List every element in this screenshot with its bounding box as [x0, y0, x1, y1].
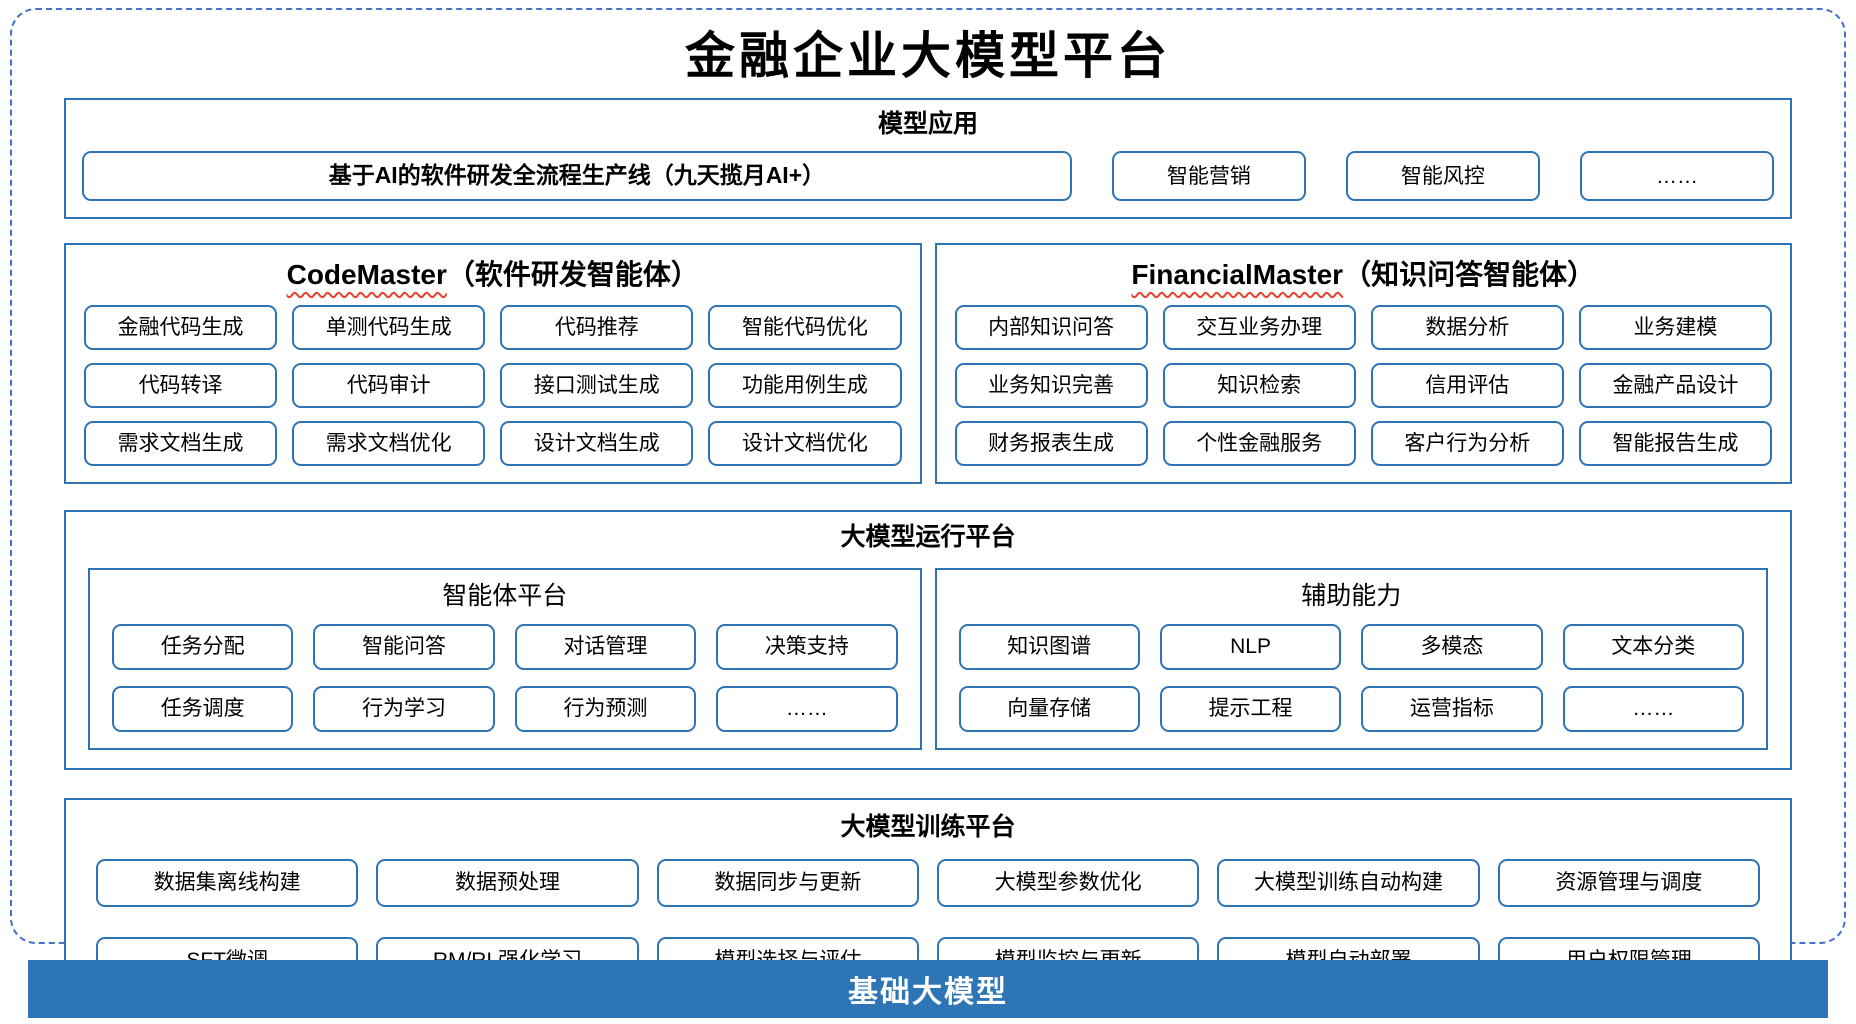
app-pipeline-chip: 基于AI的软件研发全流程生产线（九天揽月AI+） [82, 151, 1072, 202]
section-runtime-title: 大模型运行平台 [840, 523, 1016, 552]
financialmaster-capability-chip: 内部知识问答 [954, 305, 1148, 351]
aux-capability-chip: 多模态 [1361, 623, 1543, 670]
financialmaster-grid: 内部知识问答交互业务办理数据分析业务建模业务知识完善知识检索信用评估金融产品设计… [954, 305, 1772, 467]
agent-platform-chip: 任务分配 [112, 623, 294, 670]
aux-capability-chip: 提示工程 [1159, 685, 1342, 732]
agent-platform-chip: 任务调度 [112, 685, 294, 732]
codemaster-name: CodeMaster [286, 259, 447, 291]
codemaster-capability-chip: 设计文档优化 [708, 421, 902, 467]
aux-capability-chip: NLP [1159, 623, 1342, 670]
panel-codemaster-title: CodeMaster（软件研发智能体） [84, 253, 902, 293]
codemaster-subtitle: （软件研发智能体） [446, 259, 699, 291]
financialmaster-capability-chip: 交互业务办理 [1162, 305, 1356, 351]
panel-agent-platform-title: 智能体平台 [442, 581, 568, 610]
financialmaster-capability-chip: 业务知识完善 [954, 363, 1148, 409]
codemaster-capability-chip: 代码转译 [84, 363, 278, 409]
panel-financialmaster-title: FinancialMaster（知识问答智能体） [955, 253, 1773, 293]
runtime-row: 智能体平台 任务分配智能问答对话管理决策支持任务调度行为学习行为预测 …… 辅助能… [88, 567, 1768, 750]
section-model-app-title: 模型应用 [877, 110, 978, 138]
codemaster-capability-chip: 金融代码生成 [84, 305, 278, 351]
financialmaster-capability-chip: 客户行为分析 [1370, 421, 1564, 467]
agent-platform-grid: 任务分配智能问答对话管理决策支持任务调度行为学习行为预测 …… [112, 623, 898, 732]
codemaster-capability-chip: 代码推荐 [500, 305, 694, 351]
agent-platform-chip: 对话管理 [514, 623, 697, 670]
aux-capability-chip: 运营指标 [1361, 685, 1543, 732]
codemaster-capability-chip: 接口测试生成 [500, 363, 694, 409]
agent-platform-chip: 智能问答 [313, 623, 495, 670]
agent-platform-chip: …… [716, 685, 898, 732]
aux-capability-chip: 文本分类 [1562, 623, 1744, 670]
financialmaster-capability-chip: 个性金融服务 [1162, 421, 1356, 467]
agent-platform-chip: 决策支持 [716, 623, 898, 670]
foundation-model-bar: 基础大模型 [28, 960, 1828, 1018]
codemaster-capability-chip: 需求文档生成 [84, 421, 278, 467]
aux-capability-chip: 向量存储 [958, 685, 1140, 732]
codemaster-capability-chip: 智能代码优化 [708, 305, 902, 351]
panel-aux-capability-title: 辅助能力 [1301, 581, 1402, 610]
financialmaster-capability-chip: 知识检索 [1162, 363, 1356, 409]
codemaster-capability-chip: 需求文档优化 [292, 421, 486, 467]
platform-frame: 金融企业大模型平台 模型应用 基于AI的软件研发全流程生产线（九天揽月AI+） … [10, 8, 1846, 1011]
agent-platform-chip: 行为预测 [514, 685, 697, 732]
training-capability-chip: 数据同步与更新 [656, 858, 919, 907]
codemaster-capability-chip: 代码审计 [292, 363, 486, 409]
financialmaster-capability-chip: 信用评估 [1370, 363, 1564, 409]
training-grid: 数据集离线构建数据预处理数据同步与更新大模型参数优化大模型训练自动构建资源管理与… [96, 858, 1760, 985]
panel-aux-capability: 辅助能力 知识图谱 NLP 多模态文本分类向量存储提示工程运营指标 …… [934, 567, 1768, 750]
panel-agent-platform: 智能体平台 任务分配智能问答对话管理决策支持任务调度行为学习行为预测 …… [88, 567, 922, 750]
foundation-model-label: 基础大模型 [848, 976, 1008, 1009]
codemaster-capability-chip: 设计文档生成 [500, 421, 694, 467]
financialmaster-capability-chip: 数据分析 [1370, 305, 1564, 351]
financialmaster-subtitle: （知识问答智能体） [1343, 259, 1596, 291]
financialmaster-name: FinancialMaster [1131, 259, 1344, 291]
aux-capability-chip: …… [1562, 685, 1744, 732]
section-model-app: 模型应用 基于AI的软件研发全流程生产线（九天揽月AI+） 智能营销 智能风控 … [64, 98, 1792, 220]
financialmaster-capability-chip: 智能报告生成 [1578, 421, 1772, 467]
aux-capability-grid: 知识图谱 NLP 多模态文本分类向量存储提示工程运营指标 …… [958, 623, 1744, 732]
page-title: 金融企业大模型平台 [685, 26, 1171, 85]
training-capability-chip: 数据预处理 [376, 858, 639, 907]
section-training-title: 大模型训练平台 [840, 812, 1016, 841]
codemaster-capability-chip: 功能用例生成 [708, 363, 902, 409]
training-capability-chip: 数据集离线构建 [96, 858, 359, 907]
agents-row: CodeMaster（软件研发智能体） 金融代码生成单测代码生成代码推荐智能代码… [64, 243, 1792, 485]
app-chip-marketing: 智能营销 [1111, 151, 1306, 202]
training-capability-chip: 大模型训练自动构建 [1217, 858, 1480, 907]
section-runtime-platform: 大模型运行平台 智能体平台 任务分配智能问答对话管理决策支持任务调度行为学习行为… [64, 510, 1792, 770]
panel-financialmaster: FinancialMaster（知识问答智能体） 内部知识问答交互业务办理数据分… [934, 243, 1792, 485]
training-capability-chip: 大模型参数优化 [937, 858, 1200, 907]
training-capability-chip: 资源管理与调度 [1497, 858, 1760, 907]
financialmaster-capability-chip: 金融产品设计 [1578, 363, 1772, 409]
panel-codemaster: CodeMaster（软件研发智能体） 金融代码生成单测代码生成代码推荐智能代码… [64, 243, 922, 485]
app-chip-more: …… [1579, 151, 1774, 202]
financialmaster-capability-chip: 财务报表生成 [954, 421, 1148, 467]
aux-capability-chip: 知识图谱 [958, 623, 1140, 670]
agent-platform-chip: 行为学习 [313, 685, 495, 732]
app-chip-risk: 智能风控 [1345, 151, 1540, 202]
codemaster-capability-chip: 单测代码生成 [292, 305, 486, 351]
codemaster-grid: 金融代码生成单测代码生成代码推荐智能代码优化代码转译代码审计接口测试生成功能用例… [84, 305, 902, 467]
financialmaster-capability-chip: 业务建模 [1578, 305, 1772, 351]
model-app-row: 基于AI的软件研发全流程生产线（九天揽月AI+） 智能营销 智能风控 …… [80, 151, 1776, 202]
